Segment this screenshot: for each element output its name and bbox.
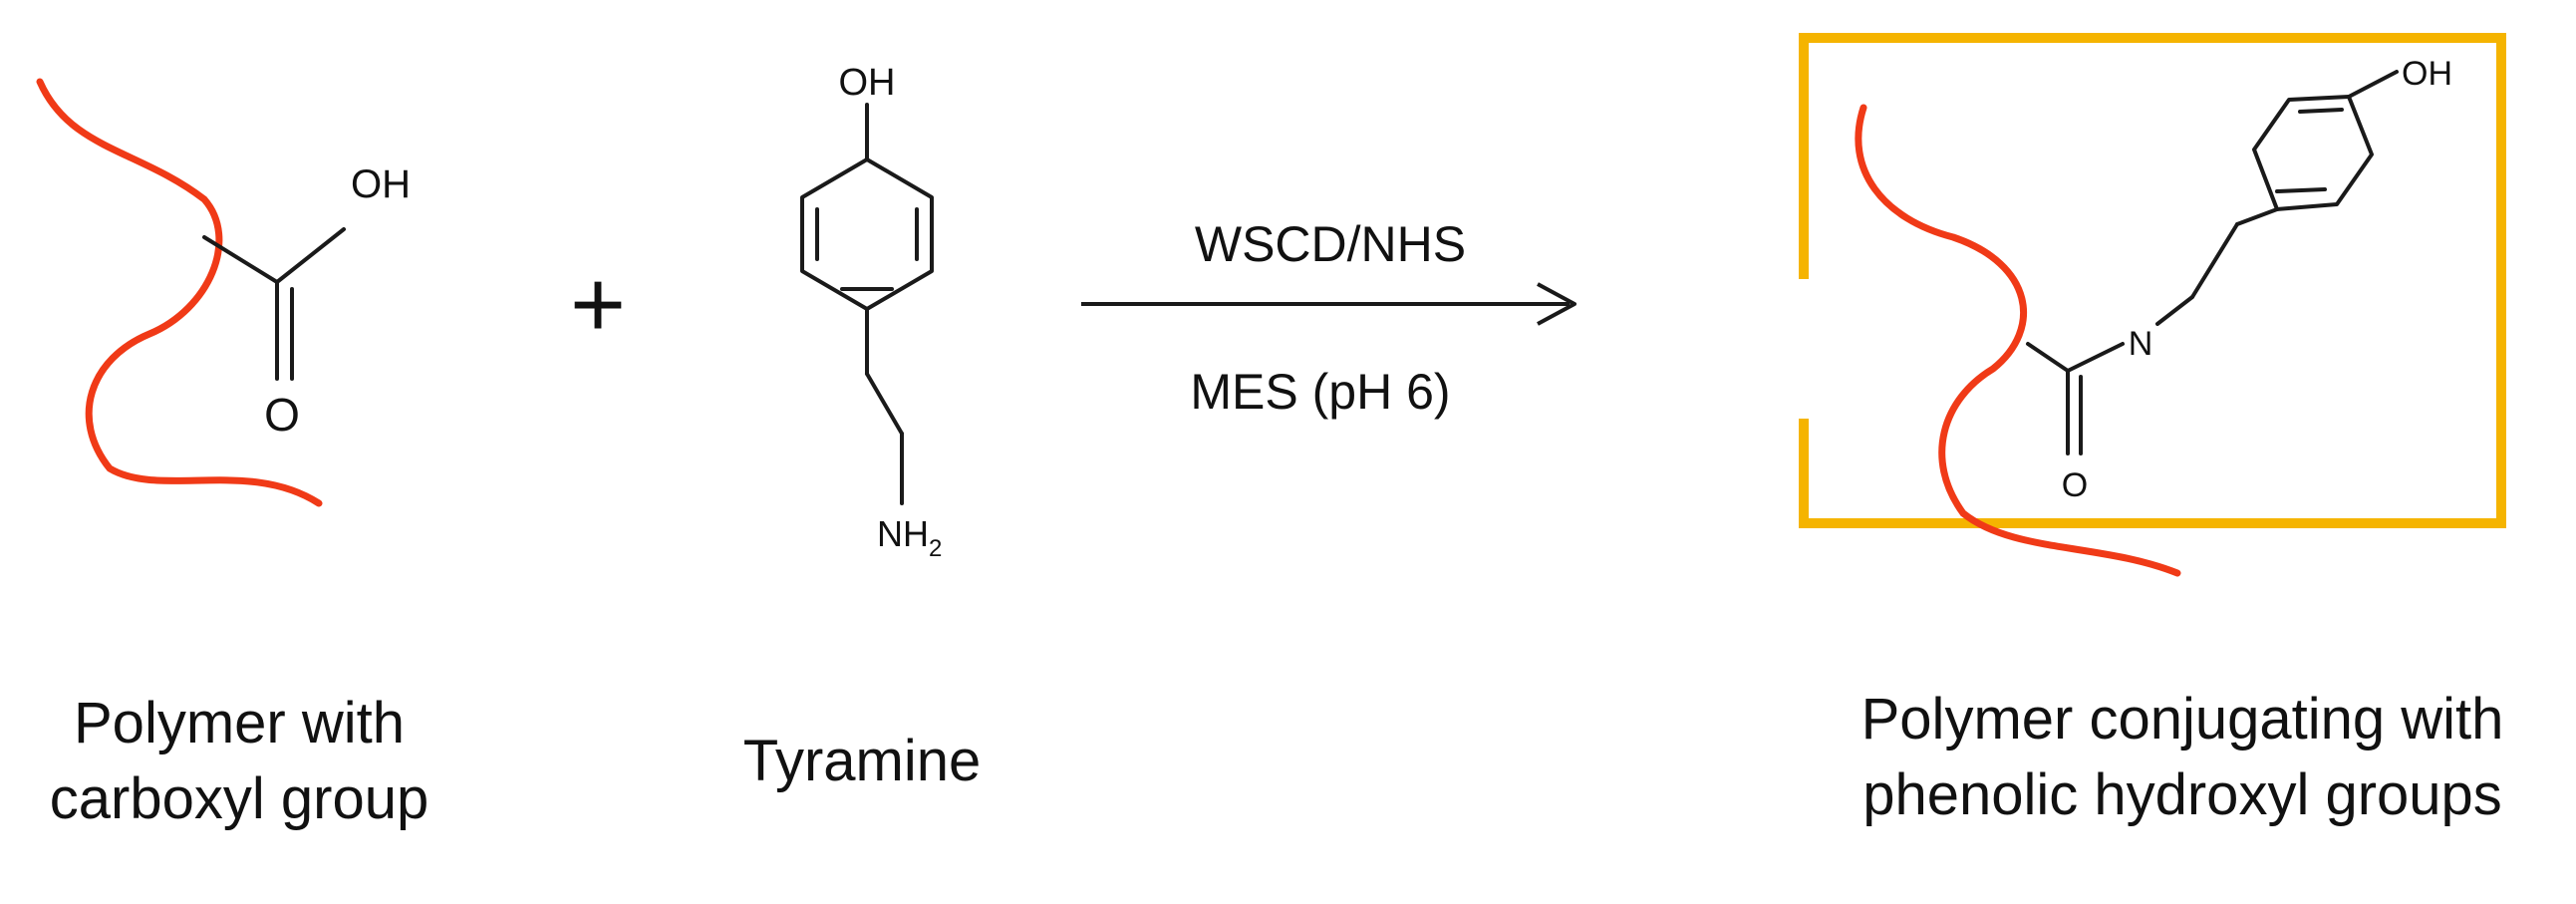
- caption-product-line1: Polymer conjugating with: [1860, 687, 2504, 752]
- caption-polymer-carboxyl-line2: carboxyl group: [49, 766, 429, 831]
- plus-sign: +: [570, 251, 626, 358]
- polymer-chain-left: [36, 78, 323, 507]
- reaction-arrow: WSCD/NHS MES (pH 6): [1081, 216, 1576, 420]
- highlight-box: [1799, 33, 2506, 528]
- reagent-label: WSCD/NHS: [1195, 216, 1466, 272]
- condition-label: MES (pH 6): [1190, 364, 1450, 420]
- benzene-ring: [800, 157, 934, 311]
- polymer-chain-right: [1855, 104, 2181, 577]
- caption-polymer-carboxyl: Polymer with carboxyl group: [40, 686, 438, 837]
- caption-product-line2: phenolic hydroxyl groups: [1862, 762, 2502, 827]
- tyramine-structure: OH NH2: [800, 62, 942, 562]
- product: N O OH: [1799, 33, 2506, 577]
- reactant-polymer: OH O: [36, 78, 411, 507]
- product-benzene-ring: [2252, 95, 2374, 211]
- caption-polymer-carboxyl-line1: Polymer with: [74, 691, 405, 755]
- tyramine-nh2-label: NH2: [877, 513, 942, 562]
- carboxyl-group-bonds: [202, 227, 346, 381]
- tyramine-oh-label: OH: [839, 62, 896, 104]
- product-oh-label: OH: [2402, 55, 2452, 93]
- carboxyl-oh-label: OH: [351, 162, 411, 206]
- caption-tyramine: Tyramine: [742, 729, 982, 793]
- caption-product: Polymer conjugating with phenolic hydrox…: [1794, 682, 2571, 833]
- product-n-label: N: [2129, 325, 2153, 363]
- product-o-label: O: [2062, 466, 2088, 504]
- carboxyl-o-label: O: [264, 389, 300, 441]
